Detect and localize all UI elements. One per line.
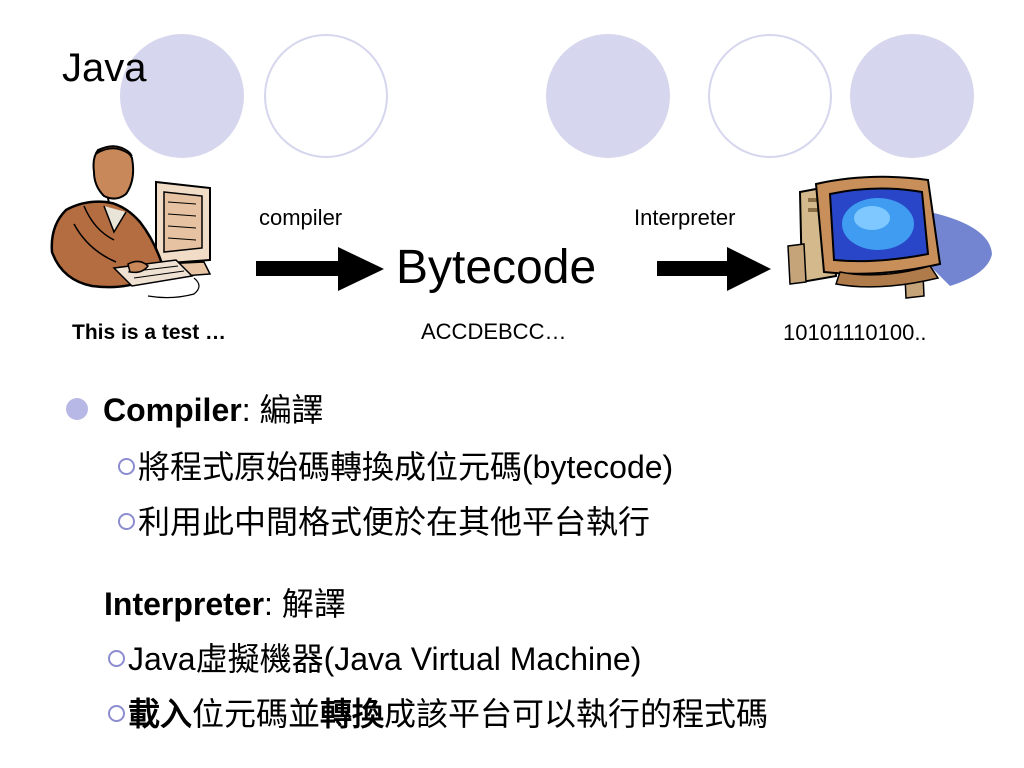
interpret-arrow — [657, 247, 771, 291]
compiler-label: compiler — [259, 205, 343, 230]
compiler-sub-2-text: 利用此中間格式便於在其他平台執行 — [138, 504, 651, 540]
programmer-illustration — [50, 145, 212, 299]
interpreter-meaning: 解譯 — [281, 586, 346, 622]
compiler-meaning: 編譯 — [259, 392, 324, 428]
compiler-sub-1-text: 將程式原始碼轉換成位元碼(bytecode) — [138, 449, 674, 485]
decor-circle-5 — [850, 34, 974, 158]
ring-bullet-icon — [118, 458, 135, 475]
bytecode-label: Bytecode — [396, 241, 597, 294]
interpreter-sub-2-c: 轉換 — [320, 696, 385, 732]
ring-bullet-icon — [108, 650, 125, 667]
decor-circle-4 — [708, 34, 832, 158]
source-code-sample: This is a test … — [72, 321, 227, 344]
ring-bullet-icon — [108, 705, 125, 722]
interpreter-heading: Interpreter: 解譯 — [104, 584, 346, 624]
interpreter-label: Interpreter — [634, 205, 736, 230]
ring-bullet-icon — [118, 513, 135, 530]
bullet-dot — [66, 398, 88, 420]
interpreter-sub-2-d: 成該平台可以執行的程式碼 — [384, 696, 769, 732]
compiler-sub-1: 將程式原始碼轉換成位元碼(bytecode) — [118, 447, 673, 487]
slide-title: Java — [62, 46, 147, 90]
interpreter-sub-1: Java虛擬機器(Java Virtual Machine) — [108, 639, 641, 679]
compiler-sub-2: 利用此中間格式便於在其他平台執行 — [118, 502, 650, 542]
decor-circle-1 — [120, 34, 244, 158]
interpreter-term: Interpreter — [104, 586, 265, 622]
interpreter-sub-1-text: Java虛擬機器(Java Virtual Machine) — [128, 641, 642, 677]
compile-arrow — [256, 247, 384, 291]
interpreter-sub-2: 載入位元碼並轉換成該平台可以執行的程式碼 — [108, 694, 768, 734]
compiler-heading: Compiler: 編譯 — [103, 390, 323, 430]
interpreter-sep: : — [264, 586, 282, 622]
compiler-term: Compiler — [103, 392, 242, 428]
computer-illustration — [787, 175, 992, 299]
interpreter-sub-2-b: 位元碼並 — [192, 696, 321, 732]
decor-circle-2 — [264, 34, 388, 158]
bytecode-sample: ACCDEBCC… — [421, 319, 567, 344]
binary-sample: 10101110100.. — [783, 320, 927, 345]
compiler-sep: : — [241, 392, 260, 428]
interpreter-sub-2-a: 載入 — [128, 696, 193, 732]
decor-circle-3 — [546, 34, 670, 158]
